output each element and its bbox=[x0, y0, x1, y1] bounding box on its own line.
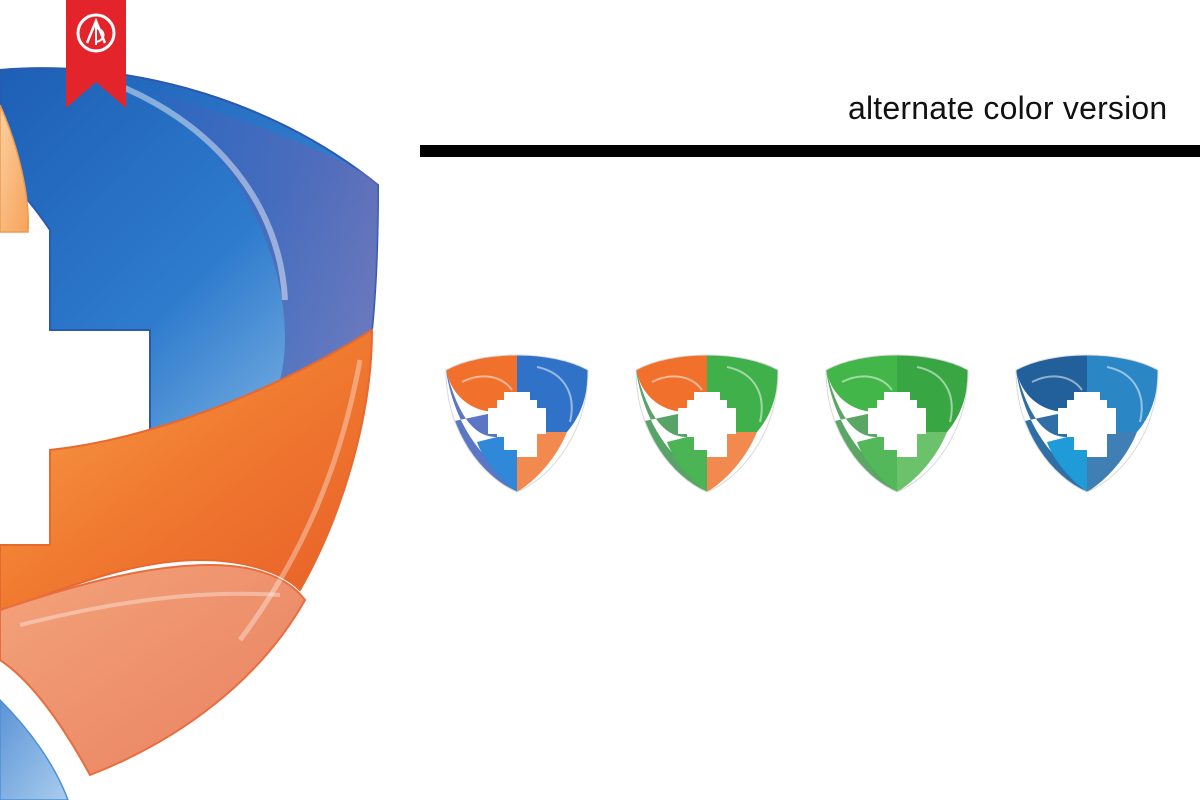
divider-rule bbox=[420, 145, 1200, 157]
shield-variant-orange-blue bbox=[445, 354, 589, 493]
shield-variant-green bbox=[825, 354, 969, 493]
ad-monogram-icon bbox=[66, 0, 126, 108]
shield-cross-icon bbox=[0, 67, 380, 800]
shield-variant-orange-green bbox=[635, 354, 779, 493]
shield-variant-blue bbox=[1015, 354, 1159, 493]
page-title: alternate color version bbox=[848, 90, 1168, 126]
